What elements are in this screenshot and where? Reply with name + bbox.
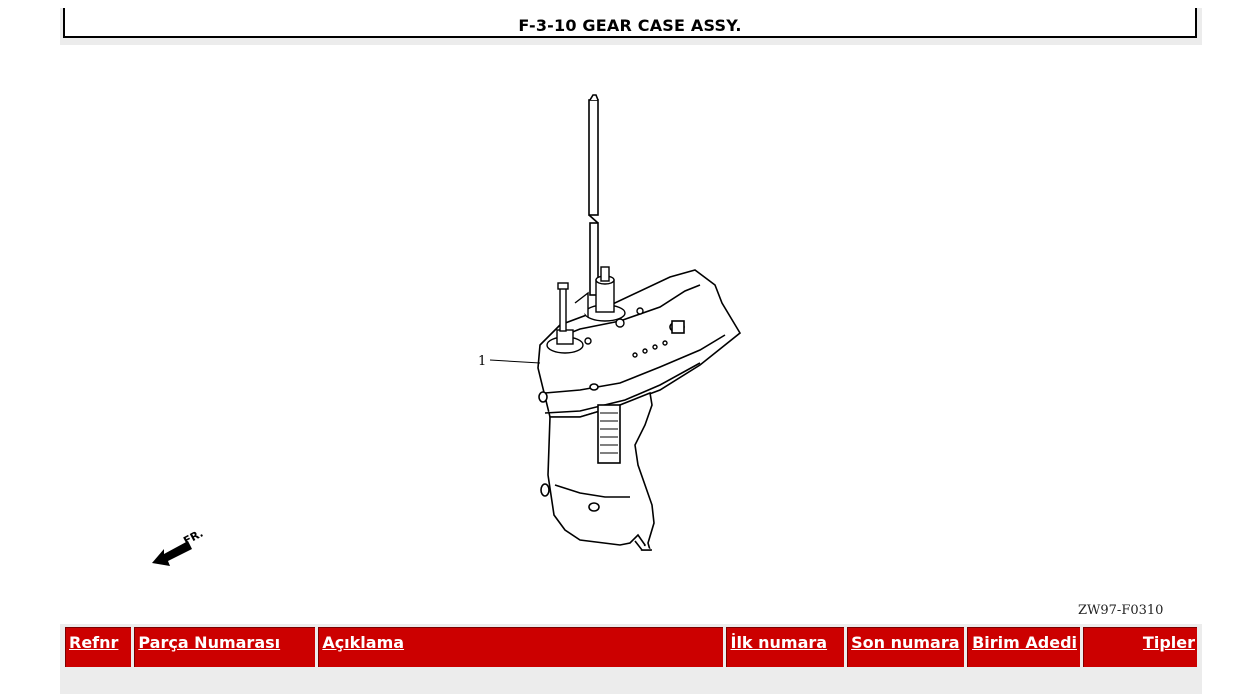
shift-rod-assembly [546,266,668,358]
parts-table: Refnr Parça Numarası Açıklama İlk numara… [62,627,1200,667]
gear-case-body [537,269,742,551]
callout-number: 1 [478,354,486,369]
drive-shaft [588,94,599,296]
page-title: F-3-10 GEAR CASE ASSY. [518,16,742,35]
col-part-number[interactable]: Parça Numarası [134,627,316,667]
parts-table-header: Refnr Parça Numarası Açıklama İlk numara… [65,627,1197,667]
parts-diagram: 1 FR. ZW97-F0310 [60,45,1202,620]
col-refnr[interactable]: Refnr [65,627,132,667]
title-box: F-3-10 GEAR CASE ASSY. [63,8,1197,38]
col-types[interactable]: Tipler [1083,627,1197,667]
front-direction-arrow: FR. [152,527,205,566]
direction-label: FR. [181,527,205,548]
col-first-number[interactable]: İlk numara [726,627,845,667]
title-frame: F-3-10 GEAR CASE ASSY. [60,8,1202,45]
callout-1: 1 [478,354,541,369]
col-unit-quantity[interactable]: Birim Adedi [966,627,1081,667]
col-last-number[interactable]: Son numara [847,627,964,667]
col-description[interactable]: Açıklama [318,627,724,667]
parts-table-frame: Refnr Parça Numarası Açıklama İlk numara… [60,624,1202,694]
gear-case-illustration: 1 FR. [152,94,742,566]
drawing-code: ZW97-F0310 [1078,603,1164,618]
